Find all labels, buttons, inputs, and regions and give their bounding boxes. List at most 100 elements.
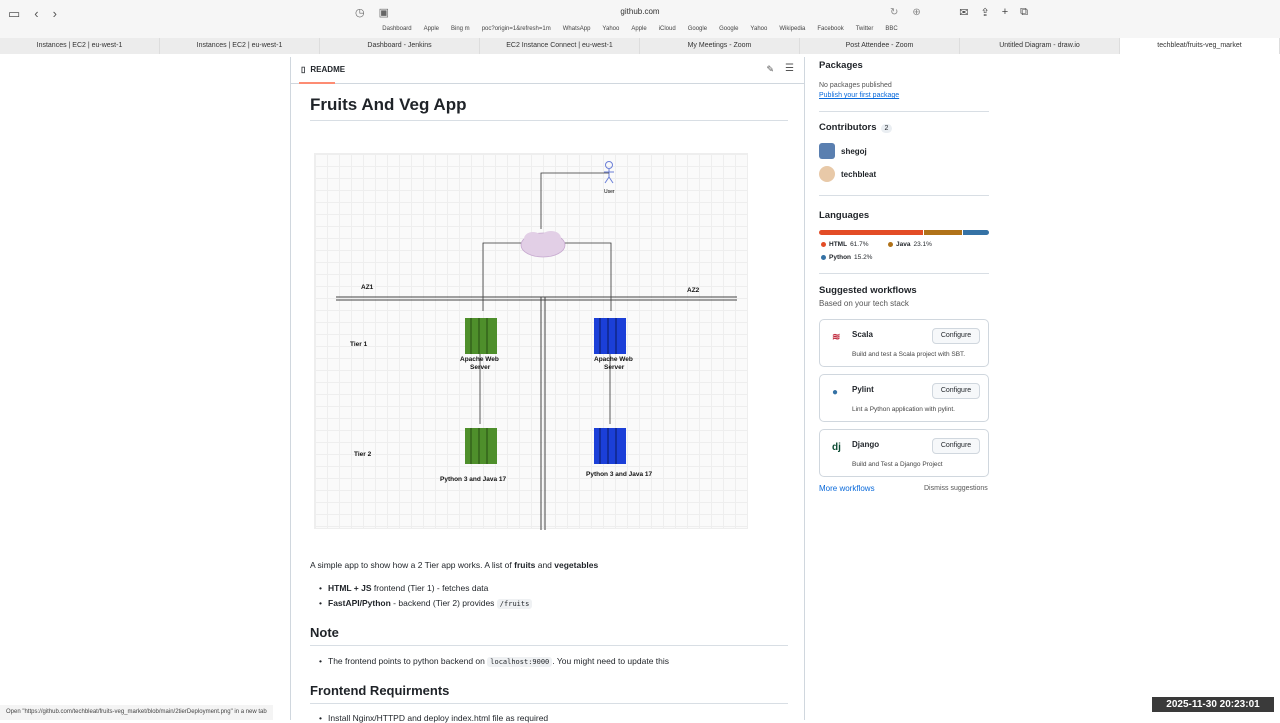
az1-label: AZ1: [361, 284, 374, 291]
bookmark-item[interactable]: Yahoo: [750, 26, 768, 32]
contributor-name: techbleat: [841, 169, 877, 179]
download-icon[interactable]: ⊕: [912, 7, 921, 18]
workflow-description: Build and test a Scala project with SBT.: [852, 351, 966, 358]
workflow-name: Pylint: [852, 385, 874, 394]
list-item: FastAPI/Python - backend (Tier 2) provid…: [319, 598, 533, 609]
section-divider: [310, 703, 788, 704]
browser-tab[interactable]: Instances | EC2 | eu-west-1: [160, 38, 320, 54]
bullet-text: - backend (Tier 2) provides: [390, 598, 497, 608]
dismiss-suggestions-link[interactable]: Dismiss suggestions: [924, 485, 988, 492]
bookmark-item[interactable]: Google: [687, 26, 708, 32]
bookmark-item[interactable]: Twitter: [855, 26, 874, 32]
reload-icon[interactable]: ↻: [890, 7, 899, 18]
languages-heading: Languages: [819, 210, 870, 221]
note-text: . You might need to update this: [552, 656, 670, 666]
bookmark-item[interactable]: Facebook: [817, 26, 844, 32]
contributor-item[interactable]: techbleat: [819, 166, 876, 182]
note-text: The frontend points to python backend on: [328, 656, 488, 666]
packages-heading: Packages: [819, 60, 863, 71]
bookmark-item[interactable]: poc?origin=1&refresh=1m: [481, 26, 551, 32]
bookmark-item[interactable]: iCloud: [658, 26, 676, 32]
bullet-bold: FastAPI/Python: [328, 598, 391, 608]
bookmarks-bar: Dashboard Apple Bing m poc?origin=1&refr…: [0, 26, 1280, 32]
bookmark-item[interactable]: Dashboard: [382, 26, 412, 32]
bookmark-item[interactable]: Yahoo: [602, 26, 620, 32]
list-item: HTML + JS frontend (Tier 1) - fetches da…: [319, 583, 489, 593]
outline-list-icon[interactable]: ☰: [785, 63, 794, 74]
intro-bold-vegetables: vegetables: [554, 560, 599, 570]
language-dot: [888, 242, 893, 247]
backend-server-left-icon: [465, 428, 497, 464]
inline-code: localhost:9000: [487, 657, 553, 667]
diagram-svg: User AZ1 AZ2 Tier 1 Tier 2: [336, 161, 737, 530]
contributors-count-badge: 2: [880, 124, 893, 133]
address-bar[interactable]: github.com: [620, 7, 660, 16]
publish-package-link[interactable]: Publish your first package: [819, 92, 900, 99]
avatar: [819, 166, 835, 182]
readme-header: ▯ README ✎ ☰: [291, 57, 804, 84]
bookmark-item[interactable]: Apple: [423, 26, 439, 32]
configure-button[interactable]: Configure: [932, 328, 980, 344]
inline-code: /fruits: [496, 599, 533, 609]
language-item[interactable]: HTML 61.7%: [821, 241, 869, 248]
connector-line: [540, 172, 609, 229]
backend-right-label: Python 3 and Java 17: [586, 471, 652, 478]
workflow-description: Build and Test a Django Project: [852, 461, 943, 468]
language-dot: [821, 242, 826, 247]
bookmark-item[interactable]: Wikipedia: [779, 26, 806, 32]
active-tab-underline: [299, 82, 335, 84]
contributor-item[interactable]: shegoj: [819, 143, 867, 159]
browser-tab[interactable]: My Meetings - Zoom: [640, 38, 800, 54]
configure-button[interactable]: Configure: [932, 383, 980, 399]
new-tab-icon[interactable]: +: [1001, 6, 1009, 18]
browser-tab[interactable]: Instances | EC2 | eu-west-1: [0, 38, 160, 54]
web-server-left-label-1: Apache Web: [460, 356, 499, 363]
scala-icon: ≋: [832, 332, 841, 343]
readme-tab[interactable]: ▯ README: [299, 65, 345, 84]
configure-button[interactable]: Configure: [932, 438, 980, 454]
history-icon[interactable]: ◷: [355, 7, 365, 19]
bookmark-item[interactable]: Apple: [631, 26, 647, 32]
bookmark-item[interactable]: Google: [719, 26, 739, 32]
language-item[interactable]: Python 15.2%: [821, 254, 872, 261]
tab-overview-icon[interactable]: ⧉: [1020, 6, 1028, 18]
language-percent: 15.2%: [854, 254, 873, 261]
bookmark-item[interactable]: Bing m: [451, 26, 470, 32]
tier2-label: Tier 2: [354, 451, 372, 458]
readme-title: Fruits And Veg App: [310, 95, 467, 114]
web-server-right-label-2: Server: [604, 364, 625, 371]
browser-tab[interactable]: Untitled Diagram - draw.io: [960, 38, 1120, 54]
more-workflows-link[interactable]: More workflows: [819, 484, 875, 493]
intro-bold-fruits: fruits: [514, 560, 536, 570]
workflow-card-django: dj Django Build and Test a Django Projec…: [819, 429, 989, 477]
section-divider: [819, 273, 989, 274]
browser-tab[interactable]: Post Attendee - Zoom: [800, 38, 960, 54]
back-icon[interactable]: ‹: [34, 6, 39, 21]
avatar: [819, 143, 835, 159]
intro-paragraph: A simple app to show how a 2 Tier app wo…: [310, 560, 598, 570]
architecture-diagram[interactable]: User AZ1 AZ2 Tier 1 Tier 2: [314, 153, 748, 530]
forward-icon[interactable]: ›: [52, 6, 57, 21]
bookmark-item[interactable]: WhatsApp: [562, 26, 591, 32]
sidebar-toggle-icon[interactable]: ▭: [8, 6, 21, 21]
language-percent: 23.1%: [913, 241, 932, 248]
mail-icon[interactable]: ✉: [959, 7, 969, 19]
browser-tab[interactable]: Dashboard - Jenkins: [320, 38, 480, 54]
language-bar-segment-html: [819, 230, 923, 235]
language-item[interactable]: Java 23.1%: [888, 241, 932, 248]
browser-tab[interactable]: EC2 Instance Connect | eu-west-1: [480, 38, 640, 54]
workflow-name: Django: [852, 440, 880, 449]
workflows-subheading: Based on your tech stack: [819, 299, 909, 308]
timestamp-overlay: 2025-11-30 20:23:01: [1152, 697, 1274, 712]
backend-left-label: Python 3 and Java 17: [440, 476, 506, 483]
bookmark-item[interactable]: BBC: [885, 26, 898, 32]
bullet-bold: HTML + JS: [328, 583, 372, 593]
edit-pencil-icon[interactable]: ✎: [766, 64, 774, 74]
section-divider: [310, 645, 788, 646]
browser-tab-active[interactable]: techbleat/fruits-veg_market: [1120, 38, 1280, 54]
share-icon[interactable]: ⇪: [980, 7, 990, 19]
bullet-text: frontend (Tier 1) - fetches data: [371, 583, 489, 593]
python-icon: ●: [832, 387, 839, 398]
readme-panel: ▯ README ✎ ☰ Fruits And Veg App User: [290, 57, 805, 723]
privacy-icon[interactable]: ▣: [378, 7, 390, 19]
